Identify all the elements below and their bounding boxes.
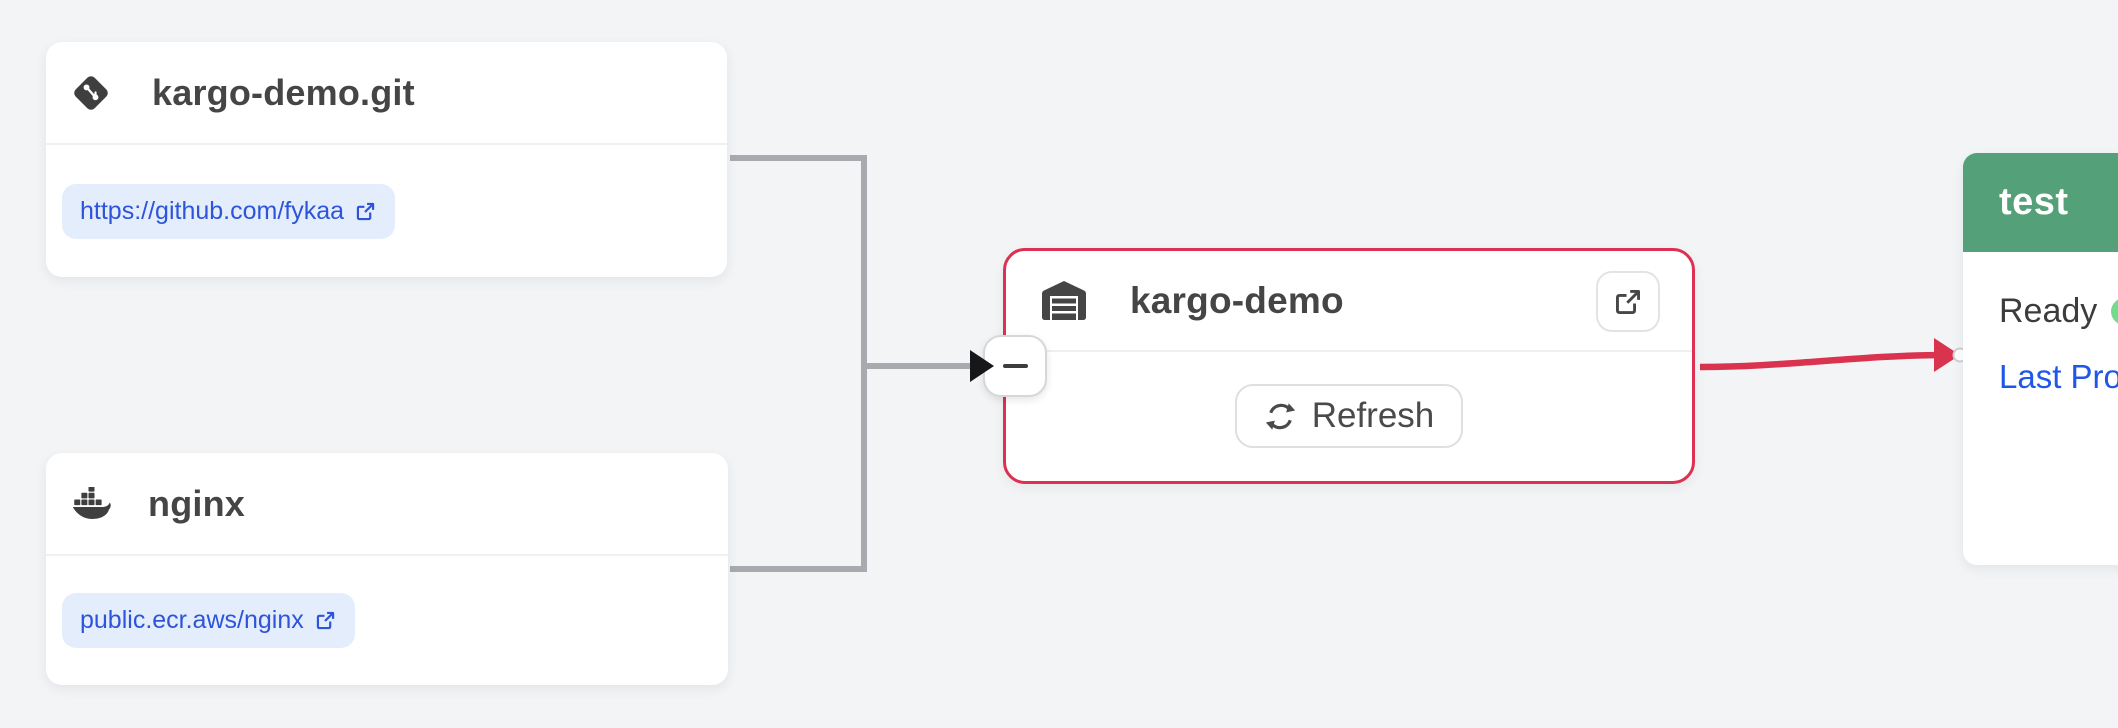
ready-status-dot — [2111, 298, 2118, 325]
external-link-icon — [1616, 289, 1640, 314]
image-repo-card-header: nginx — [46, 453, 728, 554]
stage-card-test[interactable]: test Ready Last Promotion — [1963, 153, 2118, 565]
refresh-icon — [1265, 403, 1295, 430]
git-repo-link[interactable]: https://github.com/fykaa — [62, 183, 396, 239]
git-icon — [74, 75, 108, 110]
warehouse-card-title: kargo-demo — [1130, 279, 1344, 321]
divider — [46, 143, 727, 145]
edge-git-to-warehouse — [730, 155, 867, 572]
refresh-button[interactable]: Refresh — [1234, 384, 1464, 449]
ready-label: Ready — [1999, 292, 2098, 330]
image-repo-card: nginx public.ecr.aws/nginx — [46, 453, 728, 685]
warehouse-icon — [1042, 280, 1086, 320]
minus-icon — [1002, 363, 1028, 369]
git-repo-card: kargo-demo.git https://github.com/fykaa — [46, 42, 727, 277]
stage-ready-status: Ready — [1999, 292, 2118, 331]
image-repo-card-body: public.ecr.aws/nginx — [46, 556, 728, 685]
edge-warehouse-to-stage — [1699, 351, 1947, 371]
open-warehouse-button[interactable] — [1596, 271, 1660, 332]
external-link-icon — [356, 202, 375, 220]
git-repo-card-body: https://github.com/fykaa — [46, 145, 727, 277]
warehouse-card-body: Refresh — [1006, 352, 1692, 482]
external-link-icon — [316, 611, 334, 630]
last-promotion-link[interactable]: Last Promotion — [1999, 358, 2118, 395]
git-repo-link-label: https://github.com/fykaa — [80, 196, 345, 225]
divider — [1006, 350, 1692, 352]
image-repo-link[interactable]: public.ecr.aws/nginx — [62, 593, 355, 648]
image-repo-card-title: nginx — [148, 482, 245, 524]
git-repo-card-header: kargo-demo.git — [46, 42, 727, 143]
stage-card-title: test — [1999, 181, 2069, 223]
divider — [46, 554, 728, 556]
warehouse-card[interactable]: kargo-demo — [1003, 248, 1695, 484]
red-arrowhead-icon — [1934, 338, 1960, 372]
docker-icon — [72, 486, 111, 519]
image-repo-link-label: public.ecr.aws/nginx — [80, 606, 304, 634]
stage-card-body: Ready Last Promotion — [1963, 252, 2118, 565]
refresh-button-label: Refresh — [1311, 396, 1435, 436]
warehouse-card-header: kargo-demo — [1006, 251, 1692, 350]
collapse-button[interactable] — [983, 335, 1047, 397]
stage-card-header: test — [1963, 153, 2118, 252]
git-repo-card-title: kargo-demo.git — [152, 71, 415, 113]
